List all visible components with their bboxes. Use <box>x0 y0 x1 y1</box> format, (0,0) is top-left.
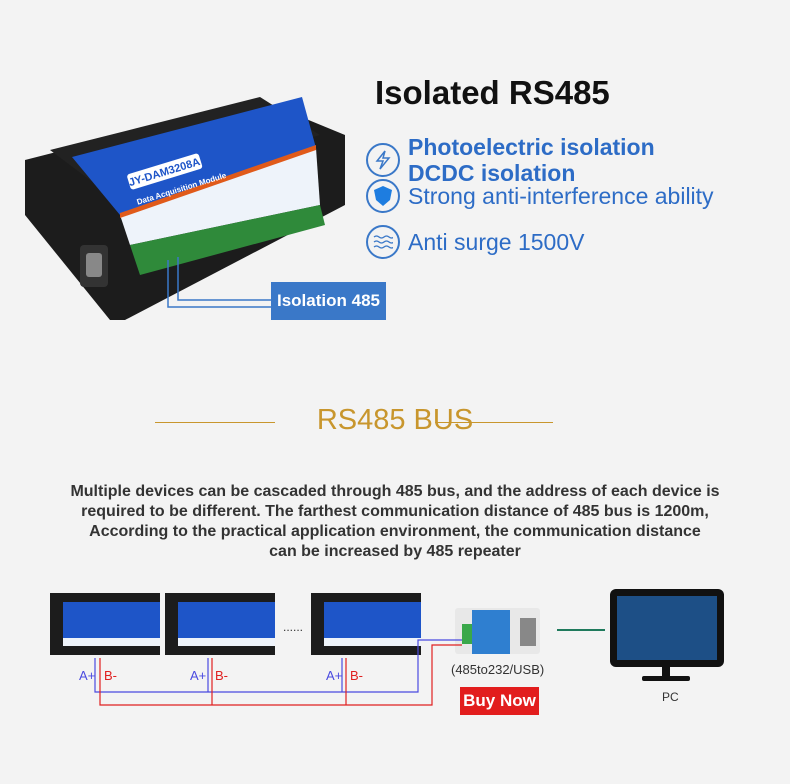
description-line: Multiple devices can be cascaded through… <box>70 483 720 500</box>
module-3 <box>311 593 421 655</box>
section-title: RS485 BUS <box>316 404 474 436</box>
feature-text: Anti surge 1500V <box>408 229 585 255</box>
divider-left <box>155 422 275 423</box>
module-1 <box>50 593 160 655</box>
feature-anti-interference: Strong anti-interference ability <box>366 179 714 213</box>
rs485-bus-diagram: ...... <box>50 589 724 706</box>
a-plus-label: A+ <box>190 668 207 683</box>
description-line: According to the practical application e… <box>89 523 701 540</box>
isolation-485-callout: Isolation 485 <box>271 282 386 320</box>
lightning-icon <box>366 143 400 177</box>
feature-text: Photoelectric isolation <box>408 134 655 160</box>
surge-waves-icon <box>366 225 400 259</box>
converter-device <box>455 608 540 654</box>
a-plus-label: A+ <box>79 668 96 683</box>
b-minus-label: B- <box>104 668 117 683</box>
monitor-icon <box>610 589 724 681</box>
shield-icon <box>366 179 400 213</box>
divider-right <box>435 422 553 423</box>
ellipsis: ...... <box>283 620 303 634</box>
description-line: can be increased by 485 repeater <box>269 543 521 560</box>
b-minus-label: B- <box>350 668 363 683</box>
data-acquisition-module-image: JY-DAM3208A Data Acquisition Module <box>25 97 345 320</box>
pc-label: PC <box>662 690 679 704</box>
page-title: Isolated RS485 <box>375 74 610 111</box>
feature-text: Strong anti-interference ability <box>408 183 714 209</box>
buy-now-button[interactable]: Buy Now <box>460 687 539 715</box>
feature-anti-surge: Anti surge 1500V <box>366 225 584 259</box>
converter-label: (485to232/USB) <box>451 662 545 677</box>
bus-description: Multiple devices can be cascaded through… <box>40 482 750 562</box>
description-line: required to be different. The farthest c… <box>81 503 709 520</box>
a-plus-label: A+ <box>326 668 343 683</box>
module-2 <box>165 593 275 655</box>
feature-text: DCDC isolation <box>408 160 576 186</box>
b-minus-label: B- <box>215 668 228 683</box>
